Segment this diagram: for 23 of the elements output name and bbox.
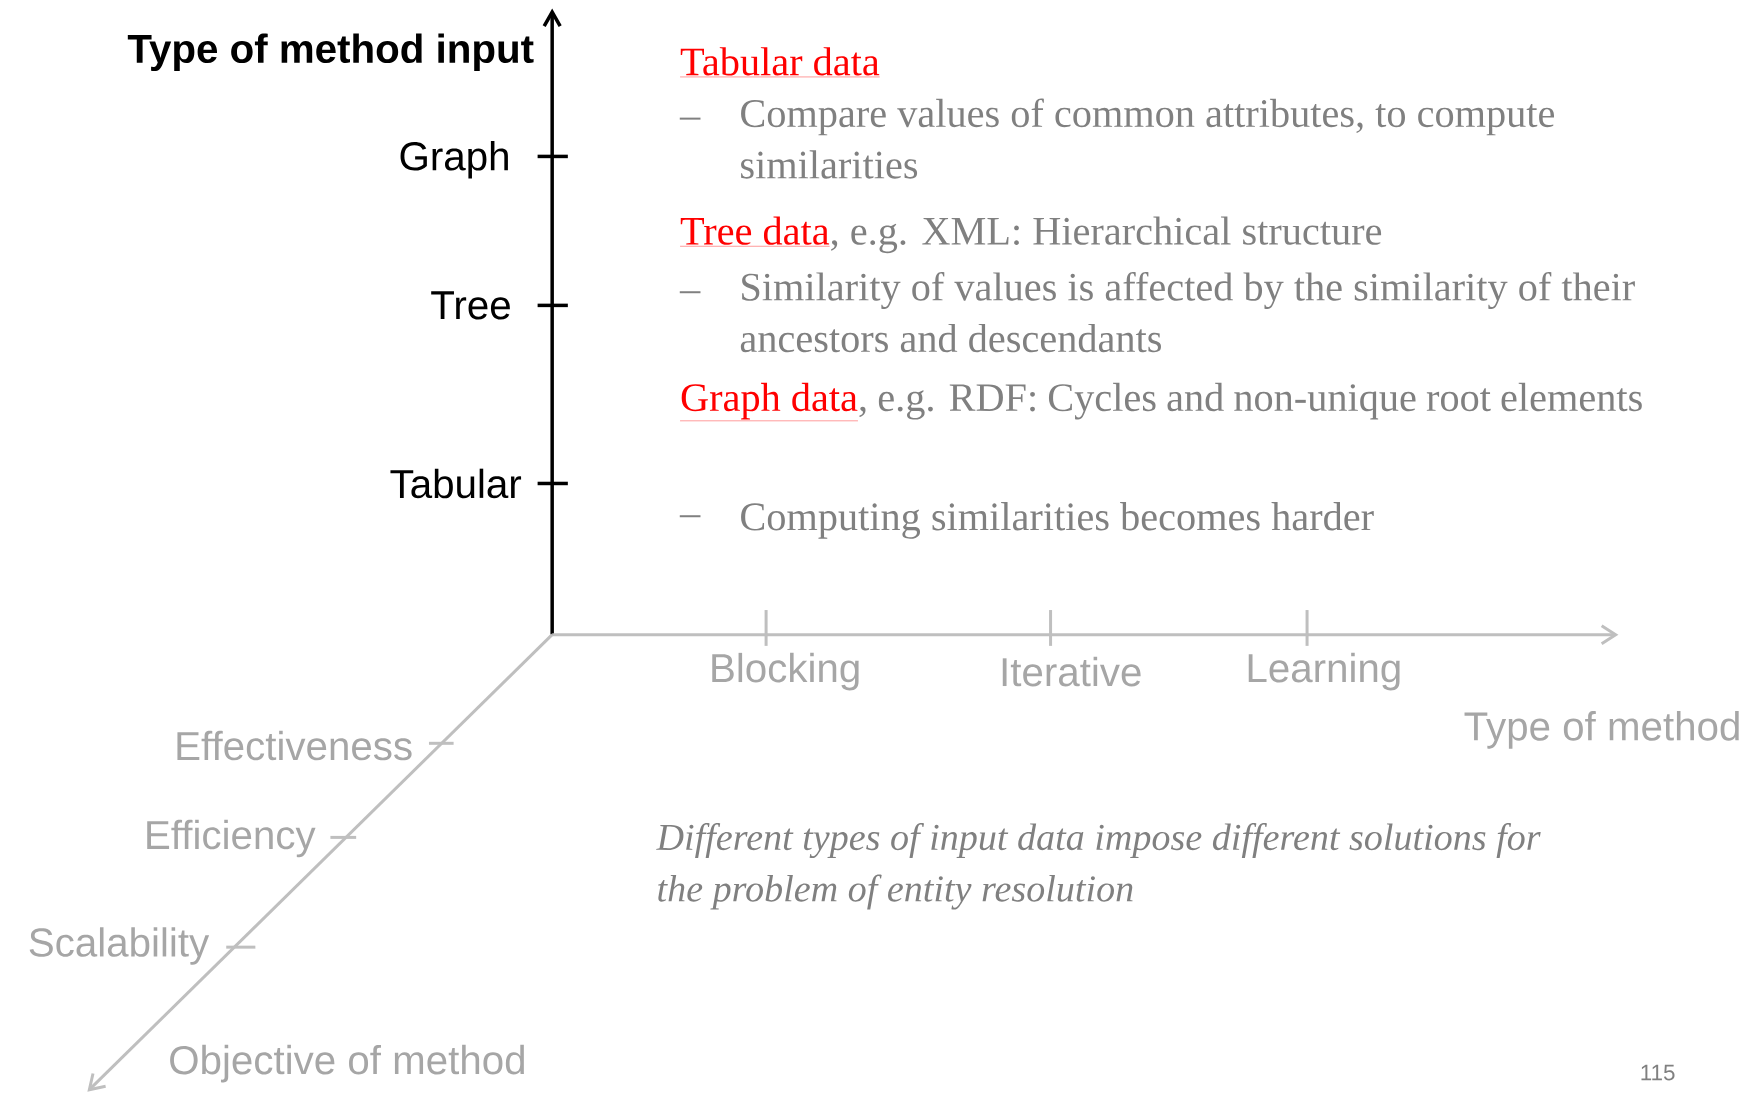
heading-text: Tree data, e.g. XML: Hierarchical structure xyxy=(679,216,1382,254)
tick-label: Effectiveness xyxy=(177,730,412,761)
bullet-dash: – xyxy=(679,291,701,294)
caption-text: Different types of input data impose different solutions for the problem of entity resolution xyxy=(656,823,1541,910)
tick-label: Efficiency xyxy=(147,819,316,858)
tick-label: Blocking xyxy=(712,652,859,691)
bullet-text: Similarity of values is affected by the similarity of their ancestors and descendants xyxy=(740,272,1635,353)
bullet-dash: – xyxy=(679,117,701,120)
tick-label: Tabular xyxy=(390,468,522,499)
bullet-text: Computing similarities becomes harder xyxy=(741,502,1374,539)
bullet-dash: – xyxy=(679,515,701,518)
page-number: 115 xyxy=(1641,1064,1675,1081)
tick-label: Tree xyxy=(431,291,510,320)
tick-label: Iterative xyxy=(1002,656,1141,687)
axis-title: Objective of method xyxy=(170,1044,524,1083)
heading-text: Graph data, e.g. RDF: Cycles and non-unique root elements xyxy=(679,382,1642,421)
bullet-text: Compare values of common attributes, to compute similarities xyxy=(741,98,1554,179)
axis-title: Type of method xyxy=(1464,711,1739,749)
tick-label: Graph xyxy=(400,141,508,179)
axis-title: Type of method input xyxy=(127,33,534,72)
heading-text: Tabular data xyxy=(679,47,880,78)
tick-label: Scalability xyxy=(29,927,210,965)
tick-label: Learning xyxy=(1248,652,1400,691)
